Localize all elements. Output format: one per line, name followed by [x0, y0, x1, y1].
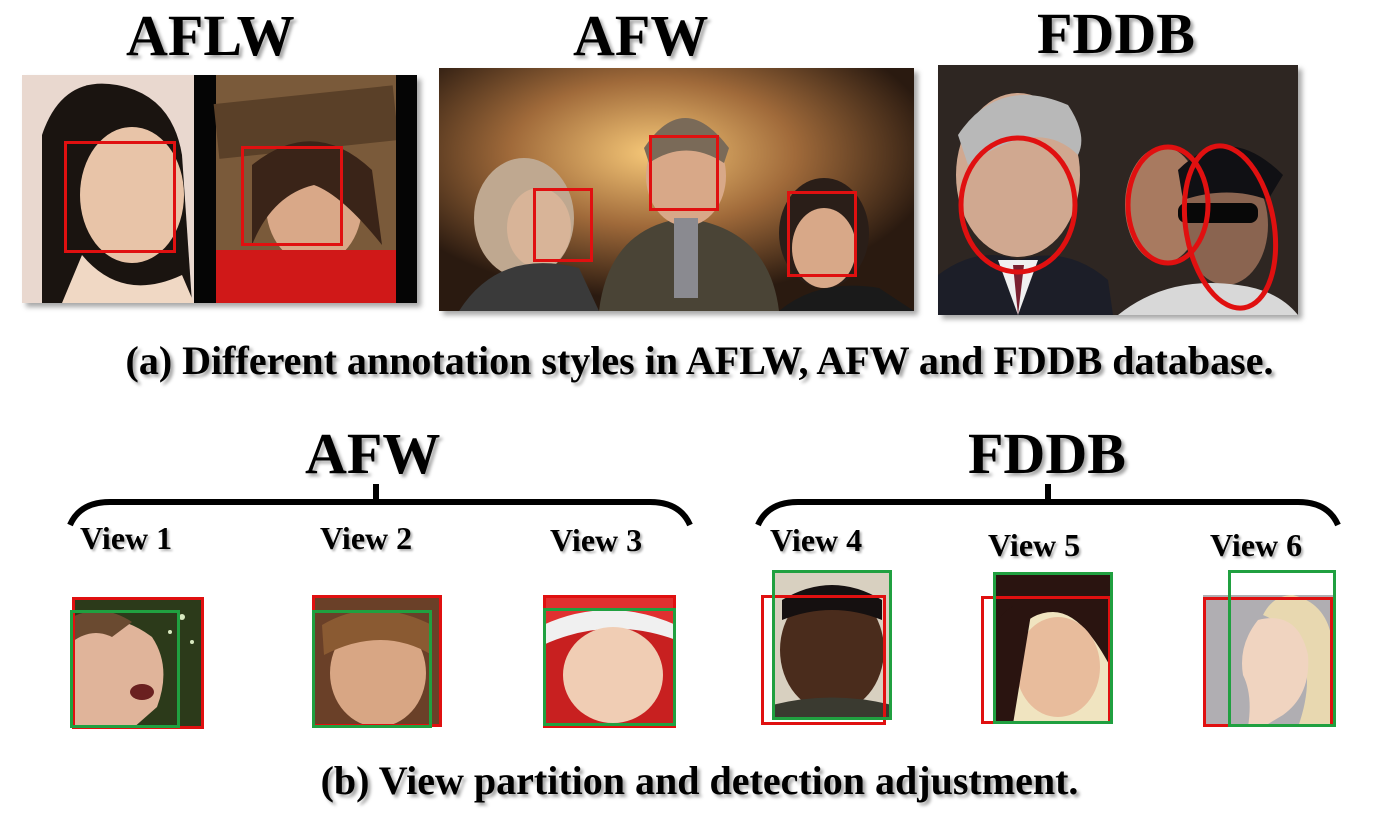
afw-title-b: AFW	[305, 421, 441, 486]
afw-annotation-box-3	[787, 191, 857, 277]
afw-photo	[439, 68, 914, 311]
view-3-face	[543, 595, 676, 728]
aflw-photo	[22, 75, 417, 303]
view-4-red-box	[761, 595, 886, 725]
view-label-6: View 6	[1210, 527, 1303, 563]
aflw-annotation-box-1	[64, 141, 176, 253]
view-4-face	[772, 570, 892, 720]
aflw-annotation-box-2	[241, 146, 343, 246]
fddb-title-a: FDDB	[1037, 1, 1195, 66]
view-label-4: View 4	[770, 522, 863, 558]
view-3-green-box	[543, 608, 676, 726]
afw-bracket	[67, 484, 693, 527]
fddb-bracket	[755, 484, 1341, 527]
view-1-face	[72, 597, 204, 729]
fddb-ellipse-3	[1181, 143, 1279, 311]
view-6-face	[1203, 595, 1333, 727]
fddb-ellipse-annotations	[958, 135, 1279, 311]
aflw-title: AFLW	[126, 3, 295, 68]
afw-annotation-box-2	[649, 135, 719, 211]
fddb-ellipse-1	[958, 135, 1078, 275]
afw-title-a: AFW	[573, 3, 709, 68]
view-2-face	[312, 595, 442, 727]
view-1-green-box	[70, 610, 180, 728]
view-label-3: View 3	[550, 522, 643, 558]
fddb-ellipse-2	[1125, 144, 1211, 266]
view-2-green-box	[312, 610, 432, 728]
afw-annotation-box-1	[533, 188, 593, 262]
view-label-2: View 2	[320, 520, 413, 556]
fddb-photo	[938, 65, 1298, 315]
view-label-5: View 5	[988, 527, 1081, 563]
caption-a: (a) Different annotation styles in AFLW,…	[125, 338, 1274, 383]
view-5-green-box	[993, 572, 1113, 724]
view-4-green-box	[772, 570, 892, 720]
fddb-title-b: FDDB	[968, 421, 1126, 486]
view-label-1: View 1	[80, 520, 173, 556]
view-6-green-box	[1228, 570, 1336, 727]
caption-b: (b) View partition and detection adjustm…	[320, 758, 1079, 803]
